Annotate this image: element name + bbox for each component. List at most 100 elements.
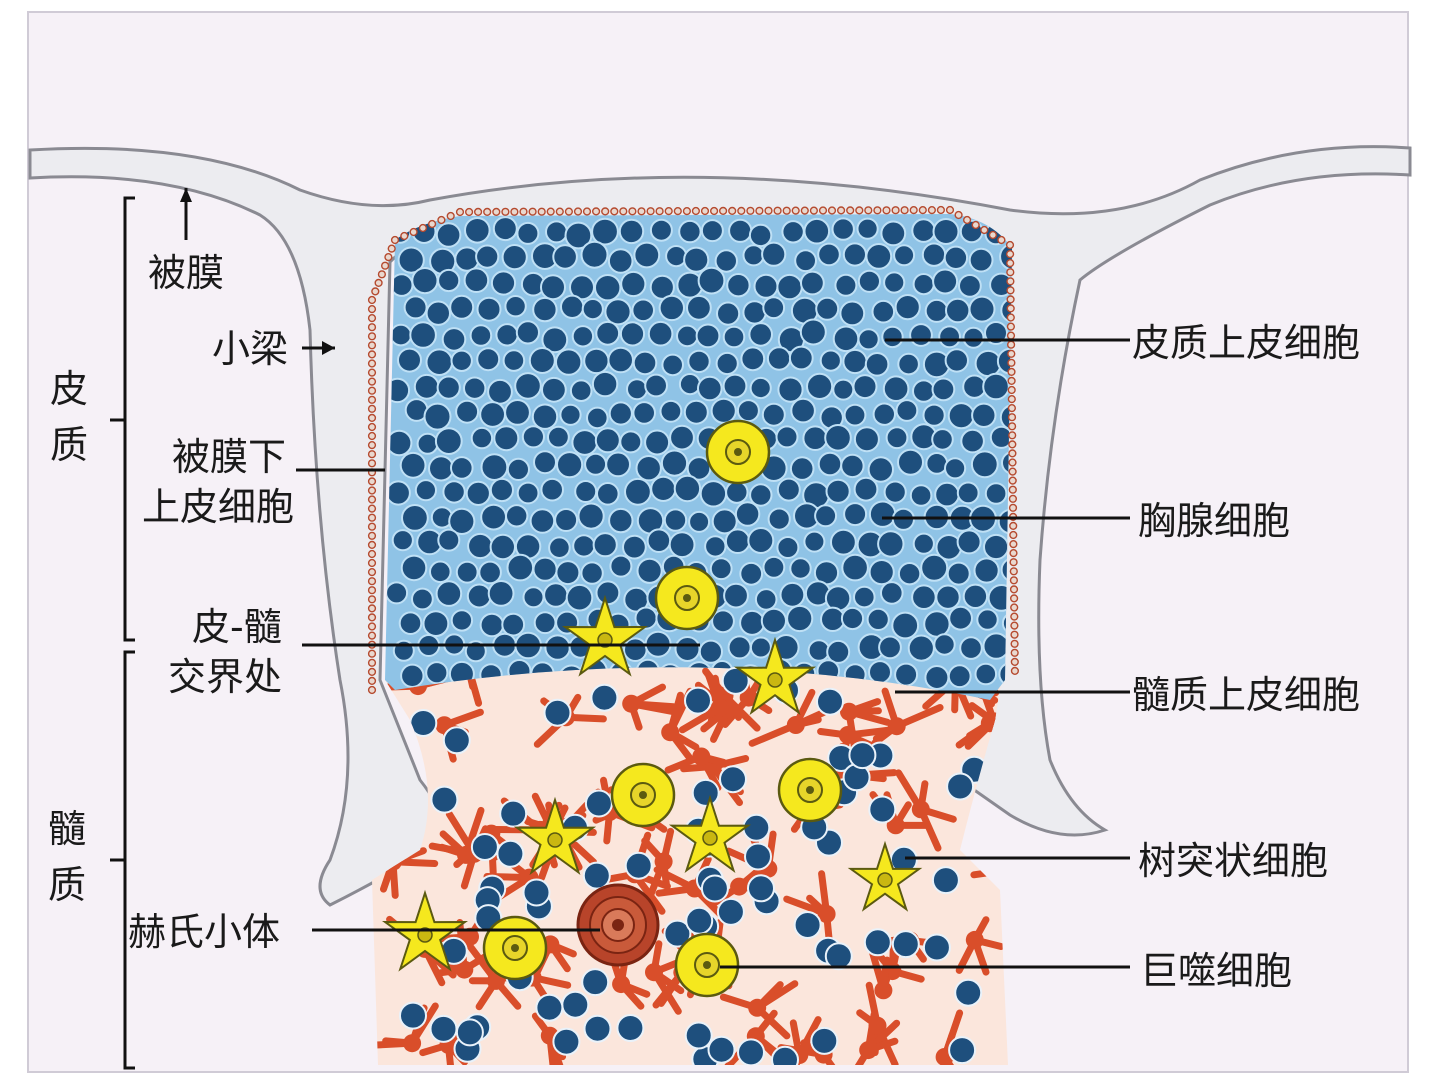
thymocyte-cell [544, 634, 571, 661]
thymocyte-cell [864, 352, 890, 377]
thymocyte-cell [736, 399, 760, 423]
thymocyte-cell [541, 326, 569, 354]
macrophage-cell [705, 419, 771, 485]
thymocyte-cell [843, 403, 867, 427]
thymocyte-cell [595, 580, 621, 606]
thymocyte-cell [740, 346, 766, 372]
macrophage-cell [654, 565, 720, 631]
thymocyte-cell [397, 246, 425, 274]
thymocyte-cell [932, 268, 959, 295]
thymocyte-cell [422, 610, 450, 637]
subcapsular-epithelial-cell [367, 323, 377, 332]
subcapsular-epithelial-cell [428, 219, 437, 229]
thymocyte-cell [385, 581, 409, 605]
thymocyte-cell [489, 477, 514, 503]
thymocyte-cell [777, 376, 804, 403]
thymocyte-cell [533, 611, 557, 635]
subcapsular-epithelial-cell [664, 207, 673, 216]
thymocyte-cell [958, 274, 982, 298]
thymocyte-cell [622, 534, 647, 560]
thymocyte-cell [973, 557, 1000, 584]
thymocyte-cell [923, 610, 951, 638]
label-cortex-1: 皮 [50, 367, 88, 411]
thymocyte-cell [866, 607, 890, 632]
thymocyte-cell [968, 295, 996, 323]
thymocyte-cell [688, 510, 711, 533]
thymocyte-cell [502, 349, 526, 372]
thymocyte-cell [399, 1001, 427, 1030]
subcapsular-epithelial-cell [501, 207, 510, 216]
subcapsular-epithelial-cell [367, 422, 377, 432]
label-thymocyte: 胸腺细胞 [1138, 499, 1290, 543]
thymocyte-cell [676, 324, 699, 348]
thymocyte-cell [895, 399, 919, 422]
thymocyte-cell [711, 609, 735, 634]
thymocyte-cell [423, 402, 452, 431]
thymocyte-cell [560, 294, 585, 319]
subcapsular-epithelial-cell [367, 295, 377, 305]
medullary-epithelial-cell [840, 698, 891, 753]
subcapsular-epithelial-cell [818, 206, 828, 215]
thymocyte-cell [624, 851, 653, 880]
thymocyte-cell [761, 241, 787, 267]
thymocyte-cell [449, 294, 475, 320]
thymocyte-cell [959, 636, 983, 660]
subcapsular-epithelial-cell [367, 540, 377, 550]
thymocyte-cell [618, 218, 645, 245]
capsule-arrowhead [180, 188, 192, 202]
thymocyte-cell [734, 501, 761, 527]
thymocyte-cell [817, 242, 841, 267]
thymocyte-cell [499, 799, 528, 828]
subcapsular-epithelial-cell [1006, 313, 1015, 322]
thymocyte-cell [414, 479, 437, 502]
thymocyte-cell [698, 639, 724, 664]
dendritic-cell [847, 840, 923, 912]
label-cm-junction-2: 交界处 [168, 655, 282, 699]
thymocyte-cell [742, 244, 765, 267]
thymocyte-cell [495, 323, 519, 347]
thymocyte-cell [709, 557, 733, 581]
thymocyte-cell [843, 502, 868, 527]
medulla-bracket [110, 650, 135, 1070]
subcapsular-epithelial-cell [1008, 431, 1017, 440]
thymocyte-cell [881, 325, 904, 349]
thymocyte-cell [943, 245, 969, 270]
subcapsular-epithelial-cell [1008, 476, 1017, 485]
thymocyte-cell [569, 274, 595, 301]
subcapsular-epithelial-cell [510, 207, 519, 216]
subcapsular-epithelial-cell [891, 206, 900, 215]
thymocyte-cell [865, 243, 893, 270]
thymocyte-cell [739, 609, 766, 636]
subcapsular-epithelial-cell [367, 413, 377, 423]
thymocyte-cell [897, 562, 922, 586]
thymocyte-cell [400, 554, 428, 582]
thymocyte-cell [840, 453, 865, 479]
thymocyte-cell [852, 374, 878, 400]
label-medulla-1: 髓 [48, 807, 86, 851]
thymocyte-cell [880, 581, 904, 605]
subcapsular-epithelial-cell [1010, 639, 1019, 648]
subcapsular-epithelial-cell [537, 207, 546, 216]
thymocyte-cell [825, 478, 851, 504]
dendritic-cell [562, 594, 648, 677]
thymocyte-cell [824, 585, 852, 612]
thymocyte-cell [470, 426, 494, 450]
thymocyte-cell [532, 296, 558, 323]
thymocyte-cell [802, 425, 829, 452]
subcapsular-epithelial-cell [1009, 539, 1018, 549]
thymocyte-cell [793, 911, 822, 939]
thymocyte-cell [754, 588, 778, 611]
subcapsular-epithelial-cell [1006, 295, 1015, 304]
subcapsular-epithelial-cell [367, 504, 377, 513]
thymocyte-cell [766, 346, 792, 371]
subcapsular-epithelial-cell [564, 207, 574, 216]
thymocyte-cell [868, 660, 892, 685]
trabecula-arrowhead [322, 341, 335, 355]
subcapsular-epithelial-cell [773, 206, 782, 215]
thymocyte-cell [592, 532, 618, 558]
subcapsular-epithelial-cell [755, 206, 764, 215]
thymocyte-cell [857, 328, 880, 351]
subcapsular-epithelial-cell [1009, 558, 1018, 567]
thymocyte-cell [547, 425, 570, 449]
thymocyte-cell [747, 874, 775, 903]
